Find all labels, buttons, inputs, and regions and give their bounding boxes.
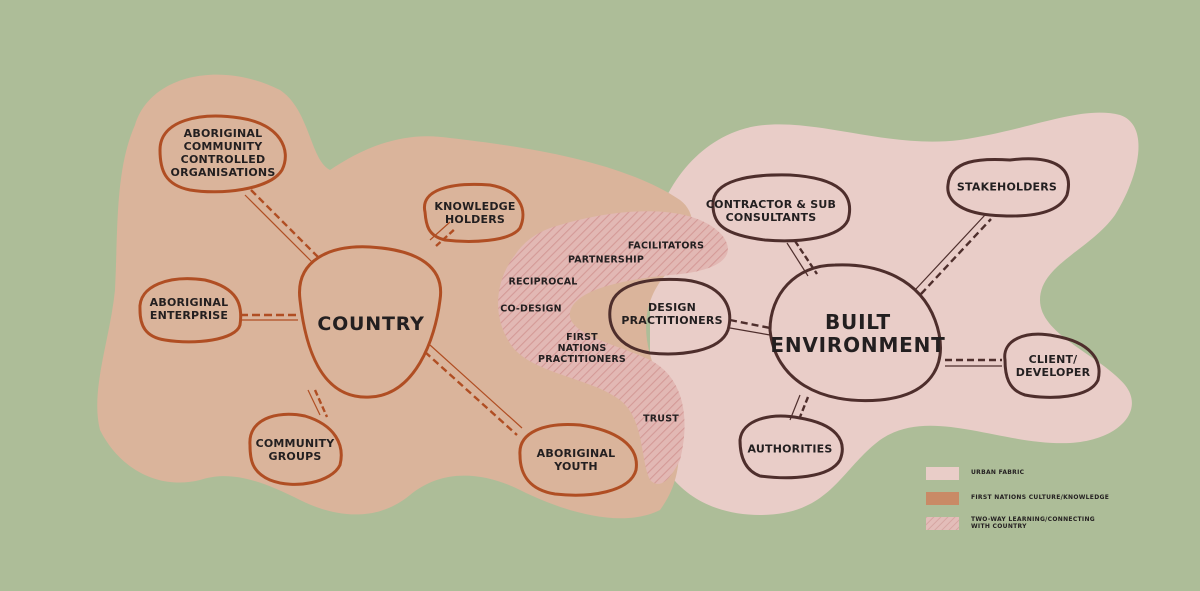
country-hub-label: COUNTRY	[317, 312, 425, 335]
legend-swatch-urban-fabric	[926, 466, 959, 480]
country-connectors	[240, 189, 523, 436]
built-bubbles	[608, 157, 1101, 480]
built-connectors	[729, 214, 1002, 423]
concept-first-nations-practitioners: FIRST NATIONS PRACTITIONERS	[538, 332, 626, 366]
node-authorities: AUTHORITIES	[747, 442, 833, 456]
first-nations-region	[97, 74, 693, 519]
concept-reciprocal: RECIPROCAL	[508, 276, 578, 288]
legend-swatch-two-way-learning	[926, 516, 959, 530]
node-aboriginal-youth: ABORIGINAL YOUTH	[536, 447, 616, 473]
legend-item-urban-fabric: URBAN FABRIC	[926, 466, 1109, 480]
node-aboriginal-enterprise: ABORIGINAL ENTERPRISE	[149, 296, 229, 322]
node-design-practitioners: DESIGN PRACTITIONERS	[621, 301, 723, 327]
node-community-groups: COMMUNITY GROUPS	[255, 437, 335, 463]
legend-label: FIRST NATIONS CULTURE/KNOWLEDGE	[971, 494, 1110, 502]
concept-co-design: CO-DESIGN	[500, 303, 562, 315]
concept-facilitators: FACILITATORS	[627, 240, 705, 252]
concept-partnership: PARTNERSHIP	[567, 254, 645, 266]
two-way-learning-region	[498, 211, 728, 484]
legend-item-two-way-learning: TWO-WAY LEARNING/CONNECTING WITH COUNTRY	[926, 516, 1109, 530]
legend-item-first-nations: FIRST NATIONS CULTURE/KNOWLEDGE	[926, 491, 1109, 505]
node-contractor: CONTRACTOR & SUB CONSULTANTS	[705, 198, 837, 224]
urban-fabric-region	[648, 112, 1139, 516]
built-environment-hub-label: BUILT ENVIRONMENT	[770, 310, 946, 357]
legend-label: TWO-WAY LEARNING/CONNECTING WITH COUNTRY	[971, 515, 1095, 531]
legend-swatch-first-nations	[926, 491, 959, 505]
node-client-developer: CLIENT/ DEVELOPER	[1015, 353, 1091, 379]
concept-trust: TRUST	[643, 413, 679, 425]
legend: URBAN FABRIC FIRST NATIONS CULTURE/KNOWL…	[926, 466, 1109, 541]
node-accos: ABORIGINAL COMMUNITY CONTROLLED ORGANISA…	[170, 127, 276, 179]
node-knowledge-holders: KNOWLEDGE HOLDERS	[434, 200, 516, 226]
legend-label: URBAN FABRIC	[971, 469, 1025, 477]
country-bubbles	[138, 114, 638, 497]
node-stakeholders: STAKEHOLDERS	[956, 180, 1058, 194]
